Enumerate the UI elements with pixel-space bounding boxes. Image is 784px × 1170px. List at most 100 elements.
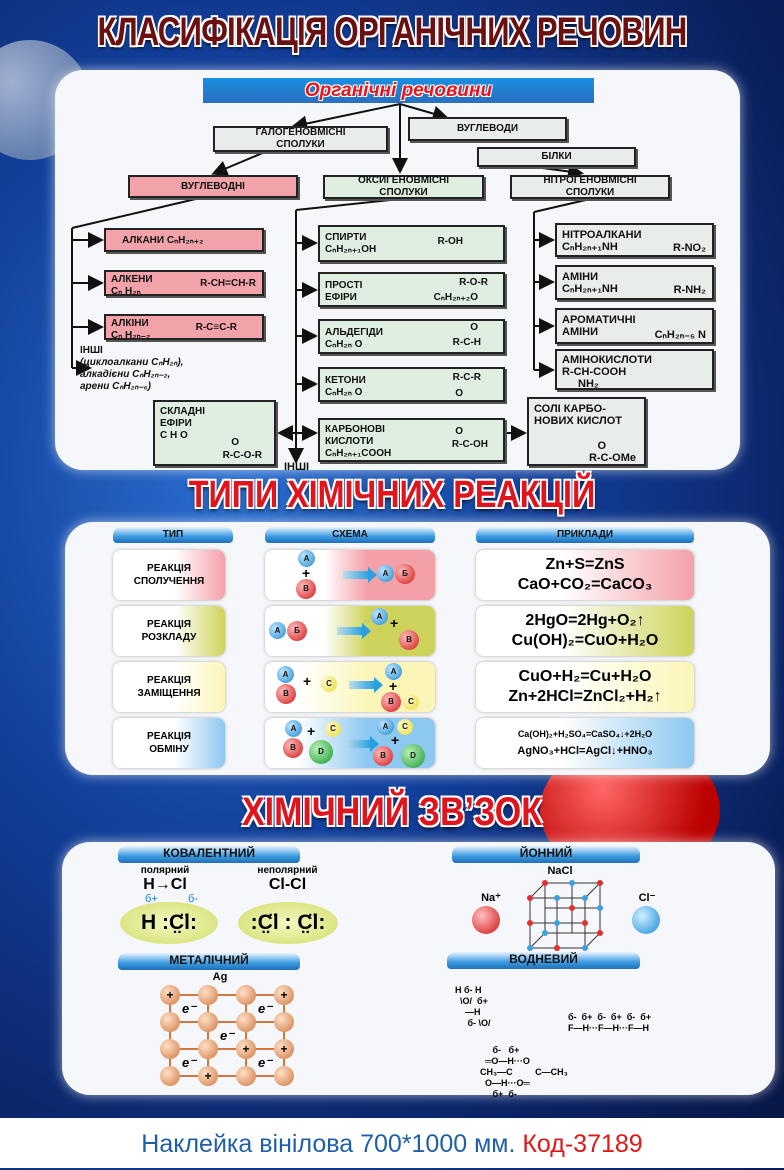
na-label: Na⁺ <box>481 892 501 904</box>
atom-b: B <box>399 630 419 650</box>
footer: Наклейка вінілова 700*1000 мм. Код-37189 <box>0 1118 784 1168</box>
metal-ion <box>236 1012 256 1032</box>
alkenes-structure: R-CH=CH-R <box>200 278 256 289</box>
acids-name: КАРБОНОВІ КИСЛОТИ <box>325 424 385 447</box>
alkanes-box: АЛКАНИ CₙH₂ₙ₊₂ <box>104 228 264 252</box>
polar-label: полярний <box>140 865 190 876</box>
electron: e⁻ <box>257 1055 273 1070</box>
reaction-examples: 2HgO=2Hg+O₂↑Cu(OH)₂=CuO+H₂O <box>476 606 694 656</box>
column-header-examples: ПРИКЛАДИ <box>476 527 694 543</box>
arrow-icon <box>337 623 371 639</box>
reaction-type: РЕАКЦІЯ РОЗКЛАДУ <box>113 606 225 656</box>
organic-header: Органічні речовини <box>203 78 594 103</box>
metal-ion <box>236 985 256 1005</box>
main-title: КЛАСИФІКАЦІЯ ОРГАНІЧНИХ РЕЧОВИН <box>97 10 687 54</box>
nonpolar-formula: Cl-Cl <box>268 876 307 893</box>
salts-structure: R-C-OMe <box>588 452 636 464</box>
nonpolar-lewis-structure: :C̤̈l : C̤̈l: <box>238 902 338 944</box>
acids-structure: R-C-OH <box>451 439 488 450</box>
nitroalkanes-name: НІТРОАЛКАНИ <box>562 229 642 241</box>
hydrocarbons-box: ВУГЛЕВОДНІ <box>128 175 298 198</box>
ketones-structure: R-C-R <box>452 372 481 383</box>
sodium-ion <box>472 906 500 934</box>
plus-sign: + <box>389 678 398 694</box>
arrow-icon <box>343 567 377 583</box>
product-code: Код-37189 <box>522 1130 643 1158</box>
aromatic-amines-name: АРОМАТИЧНІ АМІНИ <box>562 314 636 338</box>
metal-ion <box>198 1039 218 1059</box>
metal-ion <box>160 1012 180 1032</box>
atom-b: B <box>373 746 393 766</box>
atom-d: D <box>309 740 333 764</box>
atom-c: C <box>403 694 419 710</box>
metal-ion: + <box>236 1039 256 1059</box>
nitroalkanes-structure: R-NO₂ <box>673 242 706 254</box>
carbonyl-oxygen: O <box>455 388 463 399</box>
metal-lattice-lines <box>169 994 285 1077</box>
atom-d: D <box>401 744 425 768</box>
polar-formula: H→Cl <box>143 876 187 893</box>
example-equation: Ca(OH)₂+H₂SO₄=CaSO₄↓+2H₂O <box>517 729 653 739</box>
column-header-scheme: СХЕМА <box>265 527 435 543</box>
nonpolar-label: неполярний <box>257 865 318 876</box>
others-line: арени CₙH₂ₙ₋₆) <box>80 381 151 392</box>
atom-a: A <box>377 565 394 582</box>
reaction-type: РЕАКЦІЯ ЗАМІЩЕННЯ <box>113 662 225 712</box>
alkynes-name: АЛКІНИ <box>111 318 149 329</box>
aldehydes-structure: R-C-H <box>452 337 481 348</box>
aldehydes-formula: CₙH₂ₙ O <box>325 339 363 350</box>
reaction-type: РЕАКЦІЯ СПОЛУЧЕННЯ <box>113 550 225 600</box>
column-header-type: ТИП <box>113 527 233 543</box>
other-hydrocarbons: ІНШІ(циклоалкани CₙH₂ₙ),алкадієни CₙH₂ₙ₋… <box>80 345 183 393</box>
carbonyl-oxygen: O <box>231 437 239 448</box>
nitroalkanes-formula: CₙH₂ₙ₊₁NH <box>562 241 618 253</box>
plus-sign: + <box>390 615 399 631</box>
electron: e⁻ <box>181 1001 197 1016</box>
atom-b: B <box>283 738 303 758</box>
atom-c: C <box>325 721 341 737</box>
hydrogen-header: ВОДНЕВИЙ <box>447 952 640 969</box>
bond-title: ХІМІЧНИЙ ЗВ’ЗОК <box>241 790 542 834</box>
aldehydes-name: АЛЬДЕГІДИ <box>325 327 383 338</box>
arrow-icon <box>349 677 383 693</box>
others-line: алкадієни CₙH₂ₙ₋₂, <box>80 369 171 380</box>
plus-sign: + <box>303 673 312 689</box>
metal-ion: + <box>274 1039 294 1059</box>
delta-minus: б- <box>188 893 198 905</box>
atom-a: A <box>377 718 394 735</box>
ethers-formula: CₙH₂ₙ₊₂O <box>433 292 478 303</box>
acids-formula: CₙH₂ₙ₊₁COOH <box>325 448 392 459</box>
example-equation: 2HgO=2Hg+O₂↑ <box>525 612 645 629</box>
atom-c: C <box>321 676 337 692</box>
diagram-connectors <box>71 103 591 464</box>
metal-ion: + <box>274 985 294 1005</box>
alkanes-formula: CₙH₂ₙ₊₂ <box>166 235 204 246</box>
carbohydrates-box: ВУГЛЕВОДИ <box>408 117 567 141</box>
metal-ion: + <box>198 1066 218 1086</box>
aminoacids-amino-group: NH₂ <box>578 378 599 390</box>
atom-a: A <box>385 663 402 680</box>
plus-sign: + <box>302 565 311 581</box>
atom-c: C <box>397 719 413 735</box>
water-hydrogen-bonds: H б- H \O/ б+ —H б- \O/ <box>455 985 491 1028</box>
metal-ion <box>236 1066 256 1086</box>
esters-structure: R-C-O-R <box>222 450 262 461</box>
alkenes-formula: Cₙ H₂ₙ <box>111 286 141 297</box>
reactions-title: ТИПИ ХІМІЧНИХ РЕАКЦІЙ <box>188 474 596 516</box>
carbonyl-oxygen: O <box>455 426 463 437</box>
alkynes-formula: Cₙ H₂ₙ₋₂ <box>111 330 151 341</box>
hf-hydrogen-bonds: б- б+ б- б+ б- б+ F—H···F—H···F—H <box>568 1012 652 1033</box>
ketones-formula: CₙH₂ₙ O <box>325 387 363 398</box>
aromatic-amines-formula: CₙH₂ₙ₋₅ N <box>654 329 706 341</box>
example-equation: Zn+S=ZnS <box>545 556 625 573</box>
